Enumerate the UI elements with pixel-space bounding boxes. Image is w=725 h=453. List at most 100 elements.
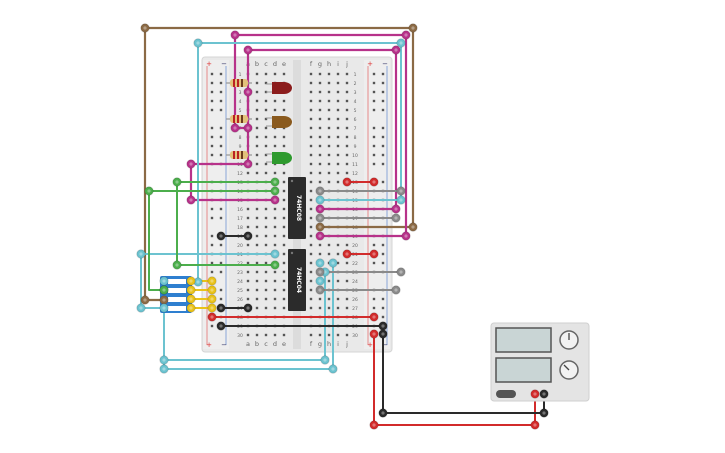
breadboard-hole[interactable] — [246, 333, 250, 337]
wire-endpoint[interactable] — [408, 222, 418, 232]
wire-endpoint[interactable] — [186, 294, 196, 304]
wire-magenta-3[interactable] — [246, 48, 398, 211]
wire-black-psu[interactable] — [382, 325, 545, 414]
breadboard-hole[interactable] — [345, 135, 349, 139]
breadboard-hole[interactable] — [336, 306, 340, 310]
wire-endpoint[interactable] — [342, 177, 352, 187]
breadboard-hole[interactable] — [309, 135, 313, 139]
breadboard-hole[interactable] — [264, 306, 268, 310]
wire-endpoint[interactable] — [315, 231, 325, 241]
breadboard-hole[interactable] — [282, 108, 286, 112]
breadboard-hole[interactable] — [327, 162, 331, 166]
wire-endpoint[interactable] — [408, 23, 418, 33]
rail-hole[interactable] — [381, 306, 385, 310]
rail-hole[interactable] — [381, 81, 385, 85]
breadboard-hole[interactable] — [318, 297, 322, 301]
breadboard-hole[interactable] — [282, 99, 286, 103]
wire-endpoint[interactable] — [315, 204, 325, 214]
rail-hole[interactable] — [372, 72, 376, 76]
breadboard-hole[interactable] — [336, 162, 340, 166]
breadboard-hole[interactable] — [255, 99, 259, 103]
breadboard-hole[interactable] — [273, 99, 277, 103]
wire-endpoint[interactable] — [378, 329, 388, 339]
rail-hole[interactable] — [210, 144, 214, 148]
rail-hole[interactable] — [381, 315, 385, 319]
wire-endpoint[interactable] — [391, 45, 401, 55]
power-supply[interactable] — [490, 322, 590, 402]
wire-green-2[interactable] — [148, 190, 165, 291]
breadboard-hole[interactable] — [255, 171, 259, 175]
wire-endpoint[interactable] — [186, 159, 196, 169]
breadboard-hole[interactable] — [264, 162, 268, 166]
breadboard-hole[interactable] — [309, 333, 313, 337]
rail-hole[interactable] — [372, 306, 376, 310]
rail-hole[interactable] — [219, 216, 223, 220]
wire-endpoint[interactable] — [391, 204, 401, 214]
breadboard-hole[interactable] — [255, 108, 259, 112]
breadboard-hole[interactable] — [273, 207, 277, 211]
wire-endpoint[interactable] — [328, 364, 338, 374]
rail-hole[interactable] — [372, 135, 376, 139]
breadboard-hole[interactable] — [336, 144, 340, 148]
breadboard-hole[interactable] — [336, 243, 340, 247]
breadboard-hole[interactable] — [336, 117, 340, 121]
wire-endpoint[interactable] — [401, 30, 411, 40]
wire-endpoint[interactable] — [270, 249, 280, 259]
rail-hole[interactable] — [219, 126, 223, 130]
breadboard-hole[interactable] — [327, 90, 331, 94]
breadboard-hole[interactable] — [264, 171, 268, 175]
breadboard-hole[interactable] — [264, 72, 268, 76]
breadboard-hole[interactable] — [282, 171, 286, 175]
breadboard-hole[interactable] — [246, 270, 250, 274]
rail-hole[interactable] — [210, 135, 214, 139]
wire-endpoint[interactable] — [230, 123, 240, 133]
rail-hole[interactable] — [372, 261, 376, 265]
breadboard-hole[interactable] — [282, 234, 286, 238]
breadboard-hole[interactable] — [282, 297, 286, 301]
rail-hole[interactable] — [210, 216, 214, 220]
wire-endpoint[interactable] — [369, 177, 379, 187]
breadboard-hole[interactable] — [318, 144, 322, 148]
wire-endpoint[interactable] — [539, 389, 549, 399]
breadboard-hole[interactable] — [282, 243, 286, 247]
wire-endpoint[interactable] — [243, 159, 253, 169]
breadboard-hole[interactable] — [327, 117, 331, 121]
rail-hole[interactable] — [381, 72, 385, 76]
breadboard-hole[interactable] — [336, 126, 340, 130]
rail-hole[interactable] — [219, 153, 223, 157]
wire-endpoint[interactable] — [270, 186, 280, 196]
breadboard-hole[interactable] — [309, 117, 313, 121]
breadboard-hole[interactable] — [282, 207, 286, 211]
breadboard-hole[interactable] — [282, 144, 286, 148]
breadboard-hole[interactable] — [282, 279, 286, 283]
wire-endpoint[interactable] — [136, 249, 146, 259]
rail-hole[interactable] — [381, 144, 385, 148]
wire-endpoint[interactable] — [396, 267, 406, 277]
breadboard-hole[interactable] — [255, 72, 259, 76]
breadboard-hole[interactable] — [246, 243, 250, 247]
breadboard-hole[interactable] — [282, 261, 286, 265]
breadboard-hole[interactable] — [264, 135, 268, 139]
breadboard-hole[interactable] — [273, 288, 277, 292]
wire-endpoint[interactable] — [172, 260, 182, 270]
breadboard-hole[interactable] — [282, 189, 286, 193]
wire-endpoint[interactable] — [369, 249, 379, 259]
wire-endpoint[interactable] — [207, 303, 217, 313]
breadboard-hole[interactable] — [273, 216, 277, 220]
resistor-1[interactable] — [226, 79, 252, 87]
breadboard-hole[interactable] — [255, 234, 259, 238]
breadboard-hole[interactable] — [255, 117, 259, 121]
rail-hole[interactable] — [372, 126, 376, 130]
rail-hole[interactable] — [219, 243, 223, 247]
wire-endpoint[interactable] — [172, 177, 182, 187]
rail-hole[interactable] — [381, 135, 385, 139]
breadboard-hole[interactable] — [345, 117, 349, 121]
breadboard-hole[interactable] — [264, 270, 268, 274]
breadboard-hole[interactable] — [309, 252, 313, 256]
breadboard-hole[interactable] — [255, 333, 259, 337]
wire-endpoint[interactable] — [530, 389, 540, 399]
wire-endpoint[interactable] — [530, 420, 540, 430]
breadboard-hole[interactable] — [345, 99, 349, 103]
breadboard-hole[interactable] — [264, 279, 268, 283]
wire-endpoint[interactable] — [396, 38, 406, 48]
